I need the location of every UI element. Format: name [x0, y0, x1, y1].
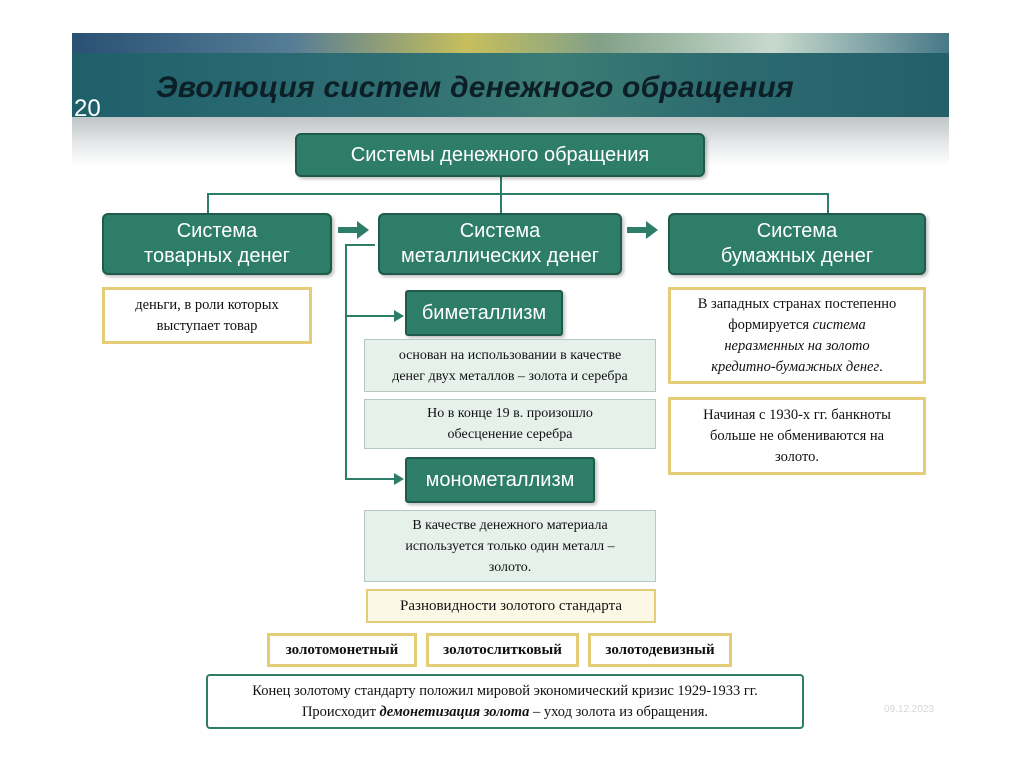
commodity-money-note: деньги, в роли которых выступает товар — [102, 287, 312, 344]
branch-line-vertical — [345, 244, 347, 479]
paper-note2-line-1: Начиная с 1930-х гг. банкноты — [703, 406, 891, 423]
root-connector-vertical — [500, 173, 502, 194]
commodity-line-1: Система — [176, 220, 258, 242]
arrow-commodity-to-metallic-head — [357, 221, 369, 239]
branch-line-bimetallism — [345, 315, 395, 317]
gold-coin-standard: золотомонетный — [267, 633, 417, 667]
monometallism-desc-line-2: используется только один металл – — [405, 538, 615, 554]
silver-note-line-2: обесценение серебра — [447, 427, 573, 442]
connector-paper — [827, 193, 829, 213]
arrow-to-monometallism-head — [394, 473, 404, 485]
monometallism-desc-line-3: золото. — [488, 559, 532, 575]
paper-note1-line-2: формируется система — [671, 315, 923, 336]
banner-photo-strip — [72, 33, 949, 53]
gold-standard-end-note: Конец золотому стандарту положил мировой… — [206, 674, 804, 729]
paper-note1-line-3: неразменных на золото — [724, 337, 870, 354]
gold-exchange-standard: золотодевизный — [588, 633, 732, 667]
paper-note1-line-1: В западных странах постепенно — [697, 295, 897, 312]
paper-note1-line-4-end: . — [879, 358, 883, 375]
branch-line-top — [345, 244, 375, 246]
conclusion-line-2: Происходит демонетизация золота – уход з… — [208, 702, 802, 723]
gold-exchange-standard-label: золотодевизный — [605, 641, 715, 658]
paper-money-system-box: Система бумажных денег — [668, 213, 926, 275]
paper-line-2: бумажных денег — [720, 245, 874, 267]
gold-bullion-standard: золотослитковый — [426, 633, 579, 667]
paper-note1-line-4: кредитно-бумажных денег. — [671, 357, 923, 378]
gold-standard-title-text: Разновидности золотого стандарта — [400, 597, 622, 614]
commodity-money-system-box: Система товарных денег — [102, 213, 332, 275]
paper-money-note-2: Начиная с 1930-х гг. банкноты больше не … — [668, 397, 926, 475]
commodity-note-line-1: деньги, в роли которых — [135, 296, 279, 313]
metallic-line-1: Система — [459, 220, 541, 242]
date-watermark: 09.12.2023 — [884, 704, 935, 715]
root-system-box: Системы денежного обращения — [295, 133, 705, 177]
bimetallism-desc-line-1: основан на использовании в качестве — [398, 347, 622, 363]
paper-note1-line-2-italic: система — [812, 316, 866, 333]
gold-bullion-standard-label: золотослитковый — [443, 641, 562, 658]
branch-line-monometallism — [345, 478, 395, 480]
bimetallism-label: биметаллизм — [421, 301, 547, 324]
monometallism-desc-line-1: В качестве денежного материала — [412, 517, 608, 533]
arrow-commodity-to-metallic-shaft — [338, 227, 358, 233]
arrow-to-bimetallism-head — [394, 310, 404, 322]
conclusion-line-1: Конец золотому стандарту положил мировой… — [252, 682, 758, 699]
conclusion-line-2-bold: демонетизация золота — [379, 703, 530, 720]
bimetallism-desc-line-2: денег двух металлов – золота и серебра — [392, 368, 628, 384]
paper-note2-line-3: золото. — [774, 448, 820, 465]
bimetallism-box: биметаллизм — [405, 290, 563, 336]
silver-devaluation-note: Но в конце 19 в. произошло обесценение с… — [364, 399, 656, 449]
metallic-money-system-box: Система металлических денег — [378, 213, 622, 275]
root-system-label: Системы денежного обращения — [350, 143, 650, 166]
slide-title: Эволюция систем денежного обращения — [156, 71, 794, 104]
arrow-metallic-to-paper-head — [646, 221, 658, 239]
paper-note1-line-2-plain: формируется — [728, 316, 813, 333]
conclusion-line-2-plain: Происходит — [301, 703, 380, 720]
gold-coin-standard-label: золотомонетный — [285, 641, 399, 658]
paper-note2-line-2: больше не обмениваются на — [709, 427, 885, 444]
conclusion-line-2-end: – уход золота из обращения. — [529, 703, 709, 720]
gold-standard-types-title: Разновидности золотого стандарта — [366, 589, 656, 623]
paper-money-note-1: В западных странах постепенно формируетс… — [668, 287, 926, 384]
paper-line-1: Система — [756, 220, 838, 242]
arrow-metallic-to-paper-shaft — [627, 227, 647, 233]
commodity-line-2: товарных денег — [144, 245, 290, 267]
slide: Эволюция систем денежного обращения 20 С… — [72, 33, 949, 735]
bimetallism-description: основан на использовании в качестве дене… — [364, 339, 656, 392]
silver-note-line-1: Но в конце 19 в. произошло — [427, 406, 593, 421]
root-connector-horizontal — [207, 193, 829, 195]
monometallism-label: монометаллизм — [425, 468, 575, 491]
connector-commodity — [207, 193, 209, 213]
monometallism-description: В качестве денежного материала используе… — [364, 510, 656, 582]
slide-number: 20 — [74, 95, 101, 122]
connector-metallic — [500, 193, 502, 213]
paper-note1-line-4-italic: кредитно-бумажных денег — [711, 358, 880, 375]
commodity-note-line-2: выступает товар — [156, 317, 258, 334]
monometallism-box: монометаллизм — [405, 457, 595, 503]
metallic-line-2: металлических денег — [400, 245, 600, 267]
